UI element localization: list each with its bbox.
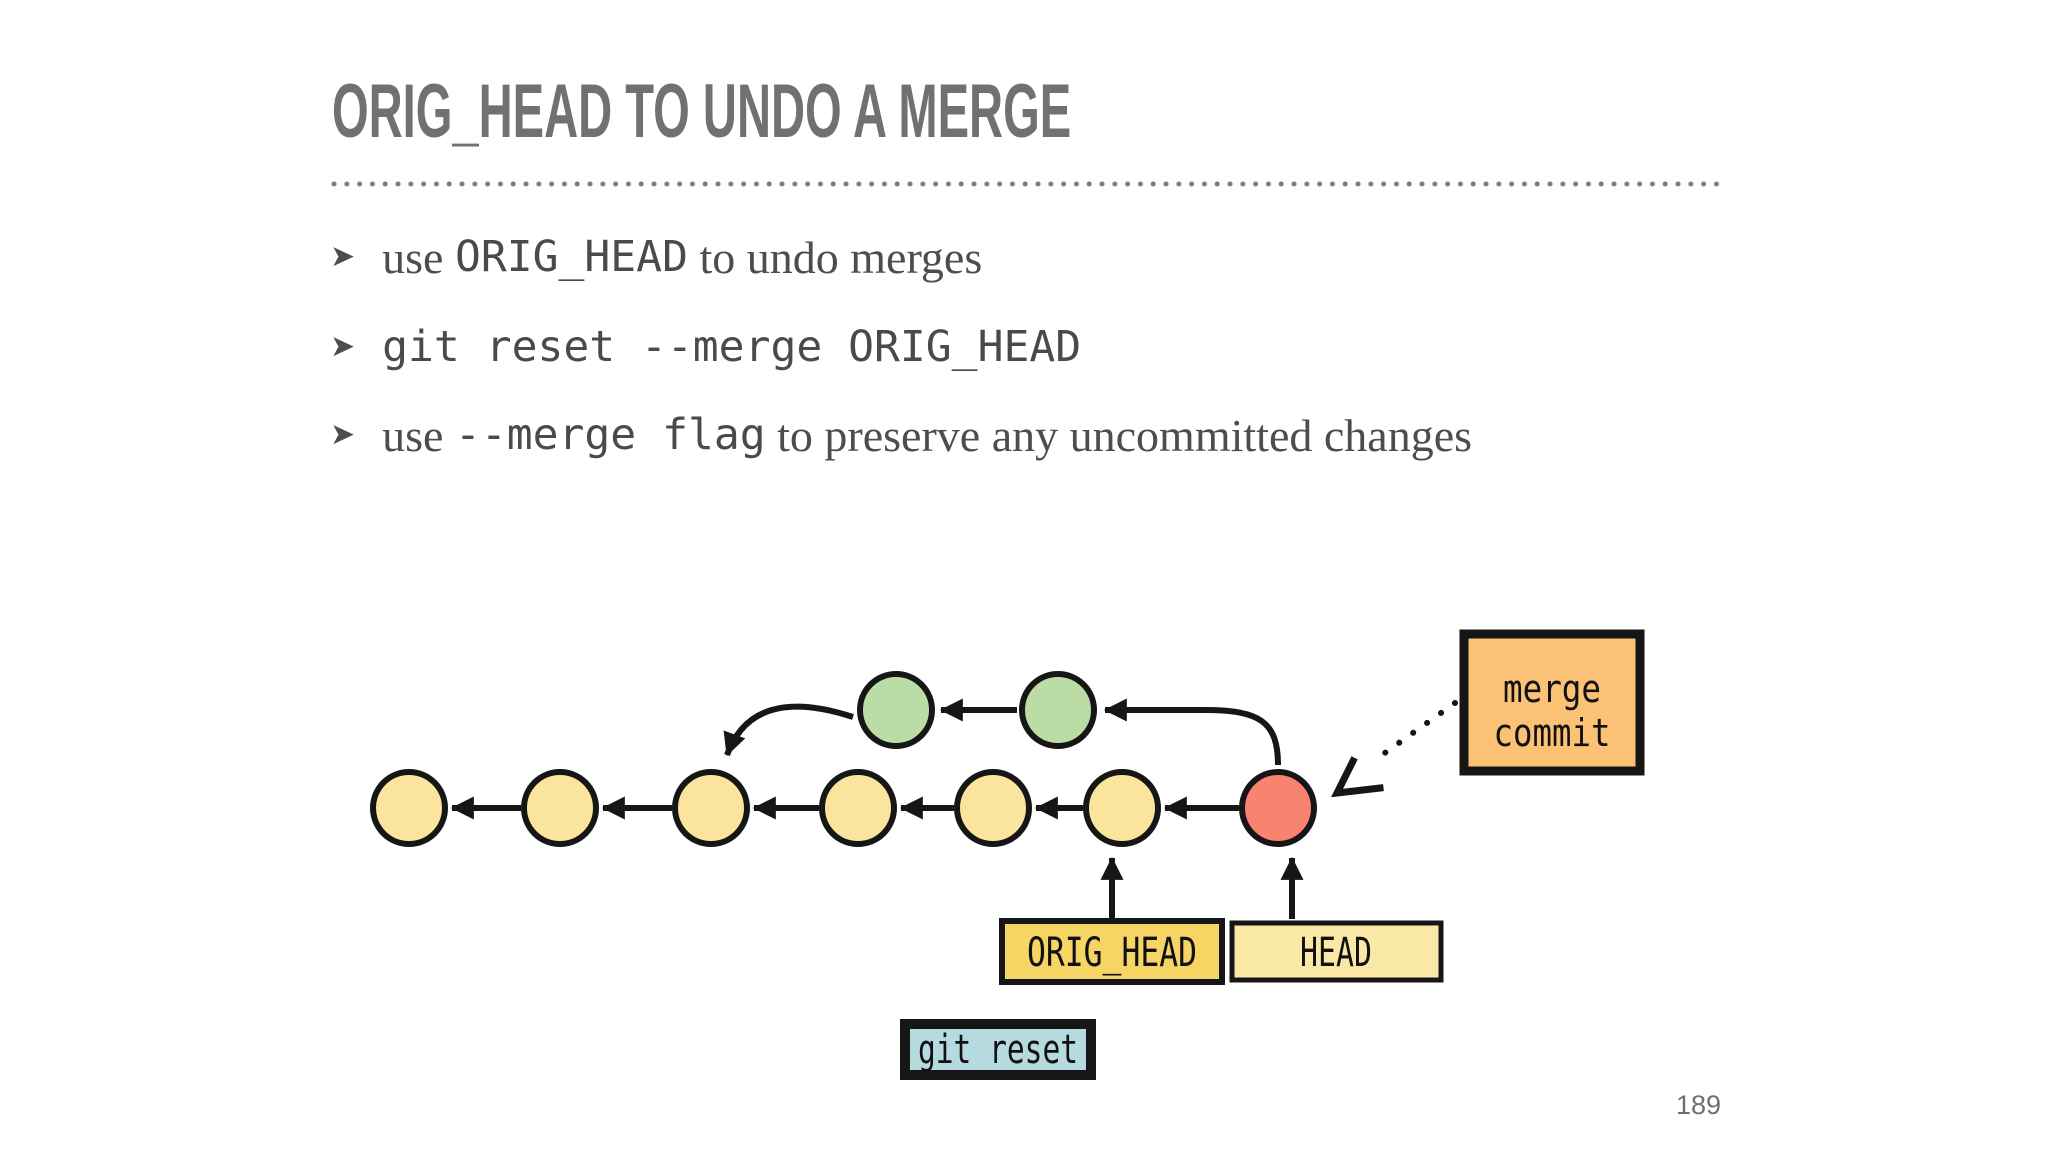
merge-commit-label-line2: commit: [1494, 711, 1611, 755]
bullet-item-2: ➤ git reset --merge ORIG_HEAD: [330, 318, 1081, 376]
commit-node-6: [1083, 769, 1161, 847]
bullet-3-text-lead: use: [382, 409, 455, 461]
bullet-1-text-tail: to undo merges: [687, 231, 983, 283]
feature-commit-node-1: [857, 671, 935, 749]
label-pointer-arrows: [1100, 856, 1304, 919]
commit-node-3: [672, 769, 750, 847]
merge-callout-open-arrowhead: [1330, 756, 1384, 798]
bullet-arrow-icon: ➤: [330, 240, 356, 273]
edge-feature1-to-commit3: [723, 703, 854, 757]
bullet-arrow-icon: ➤: [330, 418, 356, 451]
feature-branch-edges: [723, 698, 1281, 766]
merge-callout-dotted-line: [1372, 700, 1458, 763]
commit-node-5: [954, 769, 1032, 847]
head-label: HEAD: [1300, 930, 1372, 976]
git-reset-box: [900, 1019, 1096, 1080]
bullet-item-1: ➤ use ORIG_HEAD to undo merges: [330, 228, 982, 286]
merge-commit-node: [1239, 769, 1317, 847]
slide-title: ORIG_HEAD TO UNDO A MERGE: [332, 74, 1524, 150]
bullet-1-code: ORIG_HEAD: [454, 232, 688, 282]
commit-node-4: [819, 769, 897, 847]
bullet-item-3: ➤ use --merge flag to preserve any uncom…: [330, 406, 1472, 464]
page-number: 189: [1676, 1090, 1722, 1120]
bullet-3-code: --merge flag: [454, 410, 766, 460]
git-reset-label: git reset: [918, 1027, 1078, 1073]
bullet-1-text-lead: use: [382, 231, 455, 283]
bullet-3-text-tail: to preserve any uncommitted changes: [765, 409, 1473, 461]
bullet-2-code: git reset --merge ORIG_HEAD: [382, 322, 1082, 372]
commit-node-2: [521, 769, 599, 847]
orig-head-label: ORIG_HEAD: [1027, 930, 1197, 976]
merge-commit-label-line1: merge: [1503, 667, 1601, 711]
bullet-arrow-icon: ➤: [330, 330, 356, 363]
merge-commit-box: [1459, 629, 1645, 776]
commit-nodes: [370, 671, 1317, 847]
edge-merge-to-feature2: [1103, 698, 1281, 766]
orig-head-box: [999, 918, 1225, 985]
feature-commit-node-2: [1019, 671, 1097, 749]
slide-title-text: ORIG_HEAD TO UNDO A MERGE: [332, 69, 1072, 154]
commit-node-1: [370, 769, 448, 847]
head-box: [1229, 920, 1444, 983]
